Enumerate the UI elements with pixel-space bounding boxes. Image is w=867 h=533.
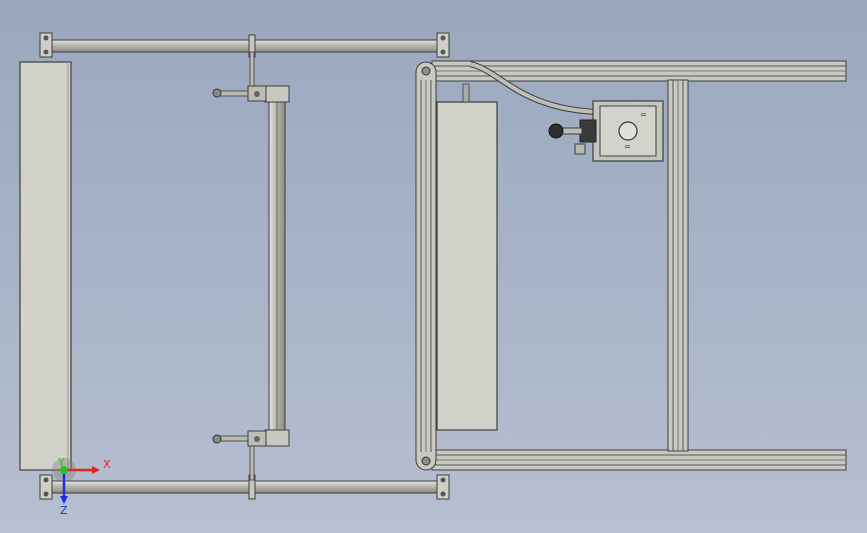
coordinate-triad: X Z Y [52, 456, 111, 517]
left-top-rail [49, 39, 441, 53]
right-frame: = = [415, 60, 847, 471]
electrical-box [436, 101, 498, 431]
left-frame [19, 32, 450, 500]
bracket-bottom-left [39, 474, 53, 500]
y-axis-dot [60, 466, 68, 474]
bracket-top-left [39, 32, 53, 58]
left-bottom-rail [49, 480, 441, 494]
z-axis-label: Z [60, 504, 68, 517]
svg-text:=: = [624, 142, 631, 151]
clamp-bar-assembly [212, 51, 290, 481]
svg-text:=: = [640, 110, 647, 119]
gear-motor: = = [548, 100, 664, 162]
bracket-bottom-right [436, 474, 450, 500]
toggle-clamp-top [212, 85, 267, 102]
x-axis-label: X [103, 458, 111, 471]
toggle-clamp-bottom [212, 430, 267, 447]
bracket-top-right [436, 32, 450, 58]
y-axis-label: Y [57, 456, 65, 469]
left-panel [19, 61, 72, 471]
